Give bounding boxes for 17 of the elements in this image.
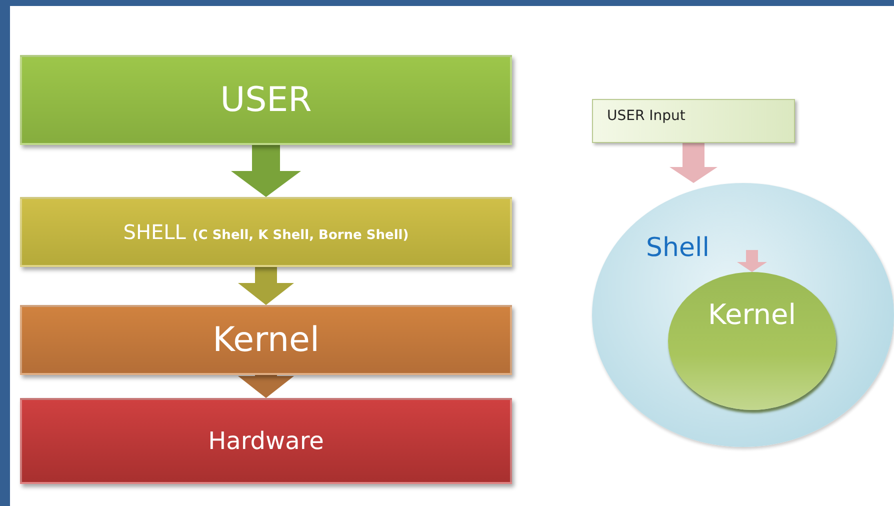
arrow xyxy=(737,250,767,272)
layer-box xyxy=(20,197,512,267)
block-arrow xyxy=(238,267,294,305)
layer-box xyxy=(20,305,512,375)
input-box xyxy=(592,99,795,143)
node-label: SHELL (C Shell, K Shell, Borne Shell) xyxy=(123,220,409,244)
layer-box xyxy=(20,398,512,484)
block-arrow xyxy=(231,145,301,197)
node-label: Shell xyxy=(646,233,710,263)
block-arrow xyxy=(238,375,294,398)
node-label: USER xyxy=(220,80,312,120)
node-label: Hardware xyxy=(208,427,324,455)
input-label: USER Input xyxy=(607,108,686,124)
node-label: Kernel xyxy=(708,298,796,331)
arrow xyxy=(670,143,718,183)
node-label: Kernel xyxy=(212,320,320,360)
layer-box xyxy=(20,55,512,145)
